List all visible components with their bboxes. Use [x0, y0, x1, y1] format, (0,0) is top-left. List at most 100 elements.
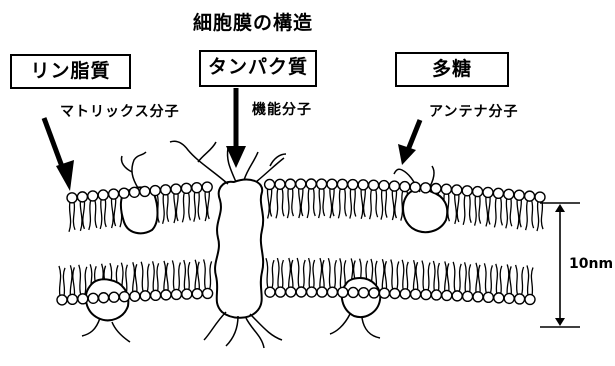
upper-lipid-head — [493, 188, 503, 198]
lipid-tail — [100, 199, 106, 229]
lipid-tail — [266, 258, 274, 288]
lipid-tail — [267, 188, 271, 218]
lipid-tail — [506, 198, 512, 228]
lipid-tail — [381, 190, 387, 220]
lipid-tail — [422, 261, 430, 291]
lipid-tail — [89, 200, 97, 230]
lower-lipid-head — [307, 287, 317, 297]
thickness-dimension — [540, 203, 580, 327]
lipid-tail — [194, 192, 200, 222]
upper-lipid-head — [296, 179, 306, 189]
lipid-tail — [516, 265, 524, 295]
upper-lipid-head — [192, 183, 202, 193]
lipid-tail — [299, 188, 303, 218]
lower-lipid-head — [203, 288, 213, 298]
upper-lipid-head — [431, 183, 441, 193]
lower-lipid-head — [400, 289, 410, 299]
upper-lipid-head — [525, 191, 535, 201]
lower-lipid-head — [296, 287, 306, 297]
lipid-tail — [319, 188, 325, 218]
upper-lipid-head — [88, 191, 98, 201]
lipid-tail — [69, 202, 75, 232]
lipid-tail — [484, 263, 492, 293]
lipid-tail — [463, 195, 471, 225]
lipid-tail — [289, 258, 293, 288]
upper-lipid-head — [140, 186, 150, 196]
upper-lipid-head — [119, 188, 129, 198]
lipid-tail — [486, 196, 490, 226]
upper-peripheral-protein-right — [403, 189, 447, 232]
sugar-pointer-arrow — [398, 120, 420, 165]
lower-lipid-head — [88, 293, 98, 303]
lipid-tail — [164, 261, 168, 291]
lower-lipid-head — [265, 287, 275, 297]
lipid-tail — [204, 259, 212, 289]
lipid-tail — [392, 190, 396, 220]
pointer-arrows — [44, 88, 420, 191]
lipid-tail — [330, 188, 334, 218]
upper-lipid-head — [400, 182, 410, 192]
upper-lipid-head — [77, 192, 87, 202]
lower-lipid-head — [317, 287, 327, 297]
lipid-tail — [391, 259, 399, 289]
lipid-tail — [455, 194, 459, 224]
lipid-tail — [413, 260, 417, 290]
lower-lipid-head — [515, 294, 525, 304]
lower-lipid-head — [411, 289, 421, 299]
upper-lipid-head — [317, 179, 327, 189]
upper-lipid-head — [202, 182, 212, 192]
upper-lipid-head — [421, 183, 431, 193]
upper-lipid-head — [275, 179, 285, 189]
lipid-tail — [338, 188, 346, 218]
lipid-tail — [433, 261, 439, 291]
lower-lipid-head — [161, 290, 171, 300]
lipid-tail — [526, 200, 534, 230]
lipid-tail — [517, 199, 521, 229]
lipid-tail — [465, 262, 471, 292]
upper-lipid-head — [514, 190, 524, 200]
upper-lipid-head — [285, 179, 295, 189]
lipid-tail — [475, 196, 481, 226]
lower-lipid-head — [57, 295, 67, 305]
lipid-tail — [172, 260, 180, 290]
lipid-tail — [382, 259, 386, 289]
lower-lipid-head — [494, 293, 504, 303]
lower-lipid-head — [452, 291, 462, 301]
upper-lipid-head — [98, 190, 108, 200]
upper-lipid-head — [171, 184, 181, 194]
lipid-tail — [59, 266, 65, 296]
lipid-tail — [320, 258, 324, 288]
lipid-tail — [297, 258, 305, 288]
upper-lipid-head — [67, 193, 77, 203]
protein-pointer-arrow — [226, 88, 246, 168]
lipid-pointer-arrow — [44, 118, 74, 191]
lipid-tail — [350, 189, 356, 219]
lipid-tail — [184, 260, 190, 290]
lipid-tail — [205, 191, 209, 221]
lower-lipid-head — [130, 291, 140, 301]
lipid-tail — [163, 194, 169, 224]
upper-lipid-head — [348, 180, 358, 190]
lower-lipid-head — [338, 287, 348, 297]
lower-lipid-head — [379, 288, 389, 298]
lipid-tail — [453, 262, 461, 292]
upper-lipid-head — [306, 179, 316, 189]
upper-lipid-head — [109, 189, 119, 199]
lipid-tail — [402, 260, 408, 290]
lipid-tail — [79, 265, 87, 295]
lipid-tail — [537, 201, 543, 231]
lower-lipid-head — [99, 293, 109, 303]
lower-lipid-head — [78, 294, 88, 304]
lipid-tail — [496, 264, 502, 294]
upper-lipid-head — [181, 183, 191, 193]
lipid-tail — [445, 261, 449, 291]
lower-lipid-head — [421, 290, 431, 300]
upper-lipid-head — [483, 187, 493, 197]
upper-lipid-head — [369, 180, 379, 190]
upper-lipid-head — [462, 186, 472, 196]
lower-lipid-head — [275, 287, 285, 297]
lipid-tail — [182, 192, 190, 222]
lipid-tail — [133, 262, 137, 292]
lipid-tail — [307, 188, 315, 218]
